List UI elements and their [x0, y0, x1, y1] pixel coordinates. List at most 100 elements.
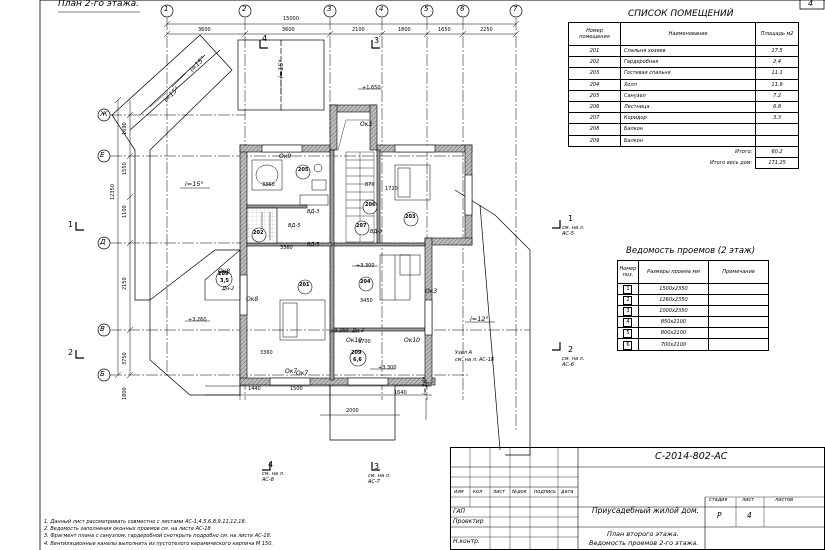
rooms-table: Номер помещения Наименование Площадь м2 …: [568, 22, 799, 170]
inner-dimension: 870: [365, 182, 375, 188]
rooms-cell-name: Балкон: [619, 134, 757, 147]
room-tag-number: 209: [218, 271, 229, 277]
column-axis-label: 5: [424, 5, 429, 13]
rooms-cell-num: 206: [568, 100, 621, 114]
rooms-cell-area: 2.4: [755, 56, 799, 69]
rooms-total-label: Итого:: [568, 145, 757, 158]
window-label: Ок3: [425, 288, 438, 295]
unit-note: Узел А: [455, 350, 472, 356]
note-line: 1. Данный лист рассматривать совместно с…: [44, 519, 247, 525]
window-label: Ок9: [279, 153, 292, 160]
inner-dimension: 3700: [358, 339, 371, 345]
left-dimension: 1690: [122, 122, 128, 135]
rooms-cell-area: 11.9: [755, 78, 799, 91]
general-notes: 1. Данный лист рассматривать совместно с…: [44, 519, 444, 548]
section-number: 2: [68, 348, 74, 357]
opening-pos-box: 2: [623, 296, 633, 305]
level-mark: +1.650: [362, 85, 381, 91]
openings-header-size: Размеры проема мм: [637, 260, 710, 284]
openings-cell-size: 800х2100: [637, 327, 710, 340]
revision-column-header: №док: [512, 489, 527, 495]
top-dimension: 2250: [480, 27, 493, 33]
opening-pos-box: 1: [623, 285, 633, 294]
top-dimension: 3600: [198, 27, 211, 33]
room-tag-number: 201: [299, 282, 310, 288]
room-tag-number: 202: [253, 230, 264, 236]
door-label: ВД-5: [288, 223, 301, 229]
top-dimension: 1650: [438, 27, 451, 33]
rooms-header-name: Наименование: [619, 22, 757, 46]
column-axis-label: 1: [164, 5, 169, 13]
revision-column-header: подпись: [534, 489, 556, 495]
inner-dimension: 2000: [346, 408, 359, 414]
opening-pos-box: 3: [623, 307, 633, 316]
openings-cell-pos: 1: [617, 282, 639, 296]
drawing-title-line-2: Ведомость проемов 2-го этажа.: [589, 539, 699, 547]
level-mark: +3.260: [330, 328, 349, 334]
openings-cell-note: [708, 294, 769, 307]
rooms-header-area: Площадь м2: [755, 22, 799, 46]
top-dimension: 3600: [282, 27, 295, 33]
room-tag-area: 6,6: [353, 357, 362, 363]
rooms-cell-name: Гостевая спальня: [619, 67, 757, 80]
revision-column-header: лист: [493, 489, 506, 495]
signature-role: Проектир: [453, 518, 484, 525]
overall-dimension: 15000: [283, 16, 299, 22]
sheet-frame: [39, 0, 825, 550]
revision-column-header: дата: [561, 489, 574, 495]
room-tag-area: 3,5: [220, 278, 229, 284]
rooms-cell-num: 207: [568, 112, 621, 125]
sheet-label: лист: [742, 497, 755, 503]
inner-dimension: 3450: [360, 298, 373, 304]
openings-cell-size: 1000х2350: [637, 305, 710, 318]
openings-table-title: Ведомость проемов (2 этаж): [626, 246, 756, 256]
section-marks: [75, 40, 561, 471]
section-reference: см. на л. АС-8: [262, 471, 285, 483]
slope-label: i=20°: [421, 376, 429, 395]
openings-cell-size: 1500х2350: [637, 282, 710, 296]
rooms-cell-name: Гардеробная: [619, 56, 757, 69]
rooms-cell-num: 208: [568, 123, 621, 136]
house-total-value: 171.25: [755, 156, 799, 170]
bathroom-fixtures: [251, 159, 329, 240]
page-number-box: [799, 0, 825, 10]
note-line: 4. Вентиляционные каналы выполнить из пу…: [44, 540, 273, 547]
opening-pos-box: 6: [623, 340, 633, 350]
column-axes: [166, 18, 517, 430]
row-markers: [97, 108, 111, 382]
window-label: Ок8: [218, 268, 231, 275]
door-label: ВД-5: [307, 242, 320, 248]
left-dimension: 1550: [122, 162, 128, 175]
door-label: Дн-2: [352, 328, 365, 334]
rooms-cell-name: Лестница: [619, 100, 757, 114]
room-tag-number: 204: [360, 279, 371, 285]
row-axis-label: Ж: [100, 110, 108, 118]
window-label: Ок8: [246, 296, 259, 303]
rooms-cell-area: 3.3: [755, 112, 799, 125]
slope-arrows: [149, 70, 495, 420]
page-number: 4: [808, 0, 814, 8]
rooms-cell-area: [755, 123, 799, 136]
rooms-cell-name: Спальня хозяев: [619, 44, 757, 58]
rooms-total-value: 60.2: [755, 145, 799, 158]
openings-header-note: Примечание: [708, 260, 769, 284]
column-axis-label: 4: [379, 5, 384, 13]
rooms-cell-num: 209: [568, 134, 621, 147]
room-tag-number: 209: [351, 350, 362, 356]
note-line: 2. Ведомость заполнения оконных проемов …: [44, 526, 211, 533]
door-label: ВД-3: [370, 229, 383, 235]
openings-table-row: 1 1500х2350: [617, 282, 769, 296]
rooms-table-header: Номер помещения Наименование Площадь м2: [568, 22, 799, 46]
rooms-cell-name: Санузел: [619, 89, 757, 102]
openings-table-header: Номер поз. Размеры проема мм Примечание: [617, 260, 769, 284]
top-dimension: 1800: [398, 27, 411, 33]
window-label: Ок3: [360, 121, 373, 128]
slope-label: i=15°: [185, 180, 204, 188]
